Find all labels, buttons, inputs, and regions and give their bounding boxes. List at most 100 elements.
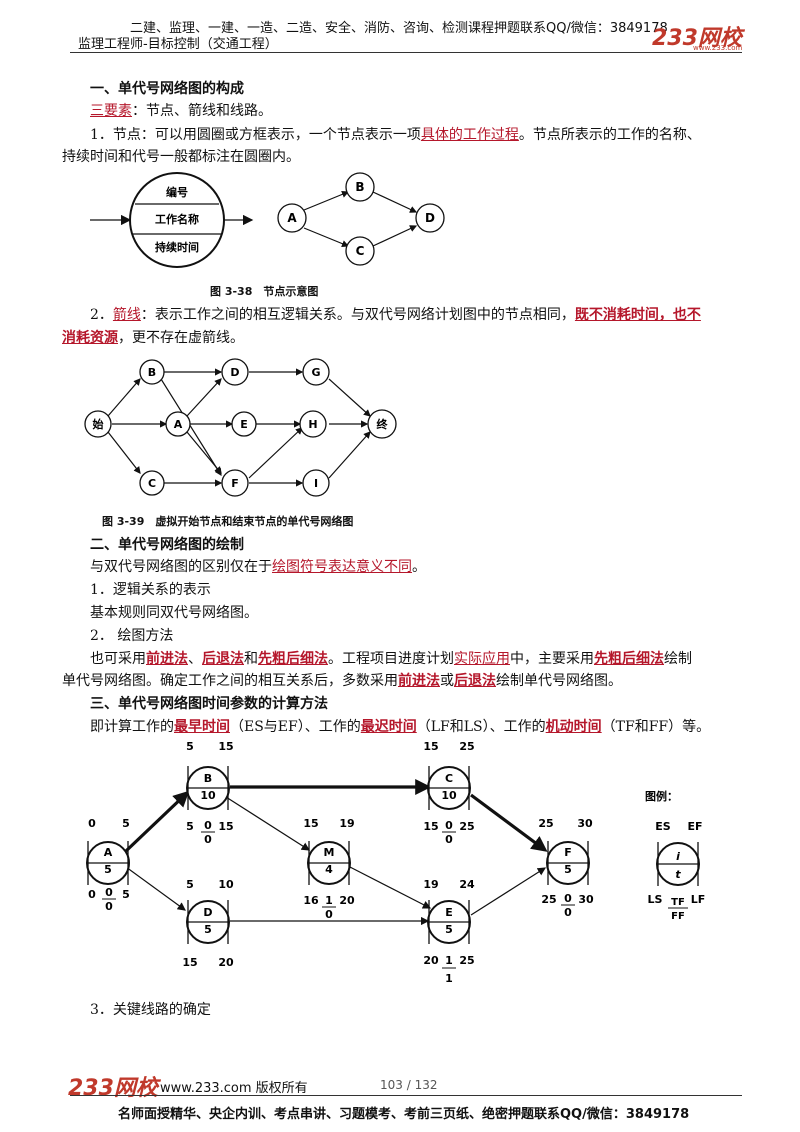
node-c-lf: 25	[459, 820, 474, 833]
s3-l1h1: 最早时间	[174, 719, 230, 735]
node-f-es: 25	[538, 817, 553, 830]
header-subject: 监理工程师-目标控制（交通工程）	[78, 37, 278, 52]
s2-l5a: 也可采用	[90, 651, 146, 667]
fig38-node-b: B	[355, 180, 364, 194]
node-f-lf: 30	[578, 893, 594, 906]
node-f-ef: 30	[577, 817, 593, 830]
node-b-id: B	[204, 772, 212, 785]
arrow-def-a: 2．	[90, 307, 113, 323]
node-m-tf: 1	[325, 894, 333, 907]
node-e-es: 19	[423, 878, 438, 891]
figure-3-39-caption: 图 3-39 虚拟开始节点和结束节点的单代号网络图	[102, 515, 354, 528]
fig39-node-i: I	[314, 477, 318, 490]
node-d-lf: 20	[218, 956, 234, 969]
node-c-ff: 0	[445, 833, 453, 846]
s2-l6h1: 前进法	[398, 673, 440, 689]
node-f-id: F	[564, 846, 572, 859]
s2-line3: 基本规则同双代号网络图。	[90, 605, 258, 621]
node-m-dur: 4	[325, 863, 333, 876]
header-rule	[70, 52, 742, 53]
page-number: 103 / 132	[380, 1078, 438, 1092]
s2-line5: 也可采用前进法、后退法和先粗后细法。工程项目进度计划实际应用中，主要采用先粗后细…	[90, 648, 692, 670]
fig39-node-b: B	[148, 366, 156, 379]
node-a-dur: 5	[104, 863, 112, 876]
three-elements-text: ：节点、箭线和线路。	[132, 103, 272, 119]
node-f-ff: 0	[564, 906, 572, 919]
legend-tf: TF	[671, 897, 685, 908]
fig38-node-c: C	[356, 244, 365, 258]
s2-line2: 1．逻辑关系的表示	[90, 582, 211, 598]
figure-3-38-caption: 图 3-38 节点示意图	[210, 285, 319, 298]
node-d-ls: 15	[182, 956, 197, 969]
node-a-ef: 5	[122, 817, 130, 830]
node-def-line2: 持续时间和代号一般都标注在圆圈内。	[62, 149, 300, 165]
fig38-node-d: D	[425, 211, 435, 225]
node-d-id: D	[203, 906, 212, 919]
arrow-def-hl2: 既不消耗时间，也不	[574, 307, 701, 323]
s3-critical-path: 3．关键线路的确定	[90, 1002, 211, 1018]
legend-title: 图例：	[645, 789, 678, 803]
arrow-def-line1: 2．箭线：表示工作之间的相互逻辑关系。与双代号网络计划图中的节点相同，既不消耗时…	[90, 304, 701, 326]
arrow-def-hl3: 消耗资源	[62, 330, 118, 346]
figure-time-parameters: A 5 0 5 0 5 0 0 B 10 5 15 5 15 0 0 D 5 5…	[86, 740, 705, 985]
section1-title: 一、单代号网络图的构成	[90, 81, 244, 97]
section3-title: 三、单代号网络图时间参数的计算方法	[90, 696, 328, 712]
s2-l5f: 绘制	[664, 651, 692, 667]
s2-l1hl: 绘图符号表达意义不同	[272, 559, 412, 575]
s3-l1b: （ES与EF）、工作的	[230, 719, 361, 735]
fig38-label-dur: 持续时间	[155, 240, 199, 254]
node-m-ef: 19	[339, 817, 354, 830]
s2-l5d: 。工程项目进度计划	[328, 651, 454, 667]
fig38-label-name: 工作名称	[155, 212, 199, 226]
node-a-ff: 0	[105, 900, 113, 913]
node-m-lf: 20	[339, 894, 355, 907]
node-c-es: 15	[423, 740, 438, 753]
node-e-tf: 1	[445, 954, 453, 967]
three-elements-line: 三要素：节点、箭线和线路。	[90, 100, 272, 122]
s2-l5h1: 前进法	[146, 651, 188, 667]
node-b-es: 5	[186, 740, 194, 753]
node-m-ls: 16	[303, 894, 319, 907]
figure-3-38: 编号 工作名称 持续时间 A B C D	[90, 172, 445, 268]
node-m-id: M	[324, 846, 335, 859]
fig39-node-end: 终	[377, 417, 389, 431]
node-def-b: 。节点所表示的工作的名称、	[518, 127, 701, 143]
s2-l1b: 。	[412, 559, 426, 575]
node-a-lf: 5	[122, 888, 130, 901]
arrow-def-c: ，更不存在虚箭线。	[118, 330, 244, 346]
node-b-ef: 15	[218, 740, 233, 753]
node-c-id: C	[445, 772, 453, 785]
s2-l5c: 和	[244, 651, 258, 667]
node-def-hl: 具体的工作过程	[420, 127, 519, 143]
node-b-lf: 15	[218, 820, 233, 833]
node-e-ef: 24	[459, 878, 475, 891]
node-e-dur: 5	[445, 923, 453, 936]
node-e-ff: 1	[445, 972, 453, 985]
s2-l6b: 或	[440, 673, 454, 689]
s2-l6c: 绘制单代号网络图。	[496, 673, 622, 689]
node-b-dur: 10	[200, 789, 216, 802]
node-b-tf: 0	[204, 819, 212, 832]
node-b-ff: 0	[204, 833, 212, 846]
legend-t: t	[675, 868, 681, 881]
node-m-es: 15	[303, 817, 318, 830]
node-d-dur: 5	[204, 923, 212, 936]
node-f-tf: 0	[564, 892, 572, 905]
fig39-node-c: C	[148, 477, 156, 490]
header-logo-url: www.233.com	[693, 44, 743, 52]
s3-l1d: （TF和FF）等。	[601, 719, 711, 735]
legend-ff: FF	[671, 911, 685, 922]
s3-l1a: 即计算工作的	[90, 719, 174, 735]
legend-es: ES	[655, 820, 671, 833]
footer-logo: 233网校	[68, 1076, 158, 1101]
s2-l5b: 、	[188, 651, 202, 667]
node-d-es: 5	[186, 878, 194, 891]
s3-l1h3: 机动时间	[545, 719, 602, 735]
node-f-dur: 5	[564, 863, 572, 876]
s2-line4: 2． 绘图方法	[90, 628, 174, 644]
node-f-ls: 25	[541, 893, 556, 906]
footer-rule	[70, 1095, 742, 1096]
node-e-ls: 20	[423, 954, 439, 967]
legend-ef: EF	[687, 820, 702, 833]
s2-l6h2: 后退法	[454, 673, 496, 689]
